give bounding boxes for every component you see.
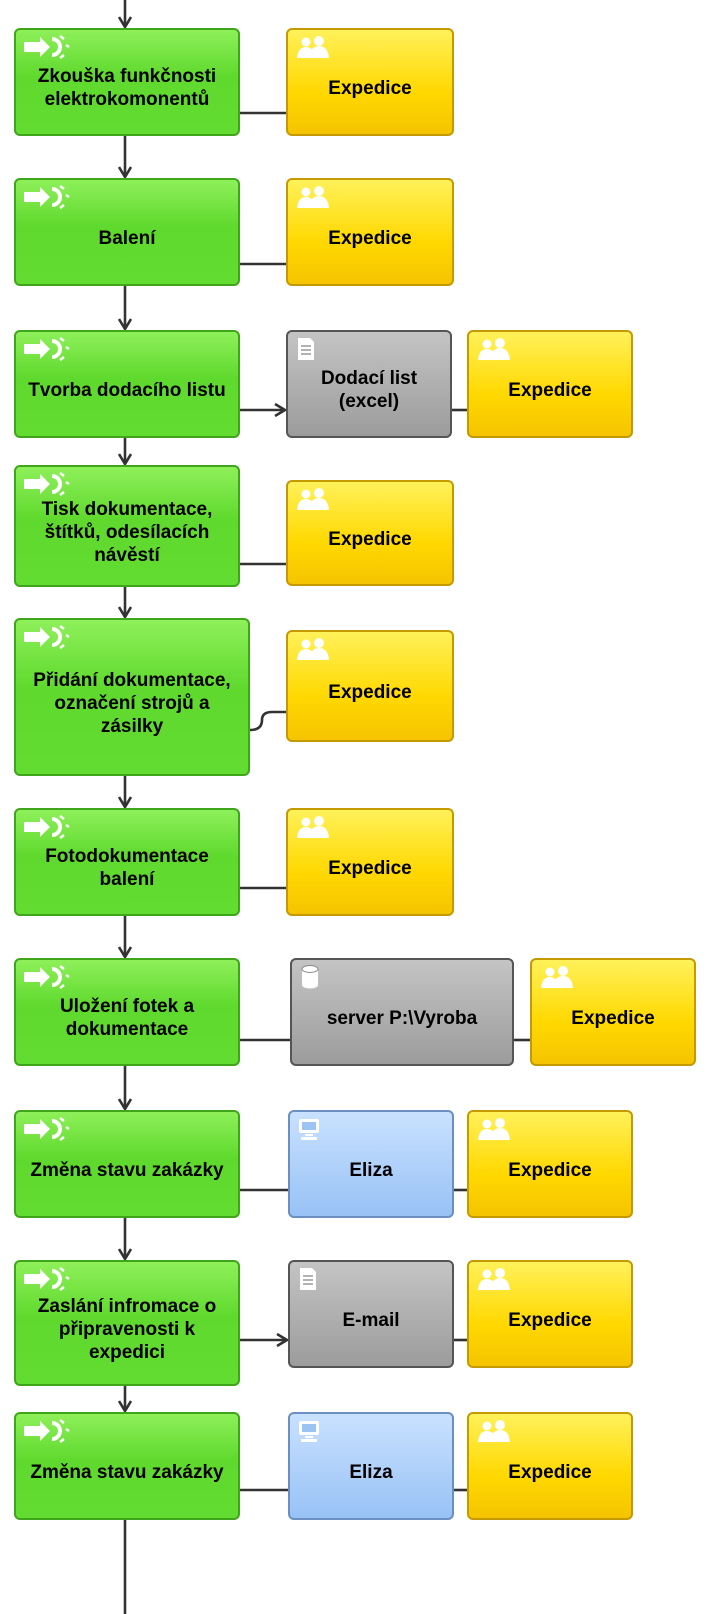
system-box[interactable]: Eliza	[288, 1412, 454, 1520]
function-box[interactable]: Fotodokumentace balení	[14, 808, 240, 916]
role-box-label: Expedice	[328, 77, 412, 99]
function-box-label: Zaslání infromace o připravenosti k expe…	[37, 1295, 217, 1363]
resource-connector	[249, 710, 286, 732]
function-box[interactable]: Uložení fotek a dokumentace	[14, 958, 240, 1066]
role-box[interactable]: Expedice	[286, 28, 454, 136]
role-box-label: Expedice	[508, 1309, 592, 1331]
function-box-label: Fotodokumentace balení	[45, 846, 209, 890]
role-box-label: Expedice	[508, 1159, 592, 1181]
role-box[interactable]: Expedice	[286, 808, 454, 916]
function-box[interactable]: Změna stavu zakázky	[14, 1110, 240, 1218]
function-box-label: Změna stavu zakázky	[30, 1461, 224, 1483]
role-box-label: Expedice	[328, 857, 412, 879]
role-box[interactable]: Expedice	[467, 1110, 633, 1218]
function-box[interactable]: Zaslání infromace o připravenosti k expe…	[14, 1260, 240, 1386]
function-box[interactable]: Balení	[14, 178, 240, 286]
function-box-label: Uložení fotek a dokumentace	[59, 996, 195, 1040]
function-box-label: Přidání dokumentace, označení strojů a z…	[33, 669, 231, 737]
function-box-label: Změna stavu zakázky	[30, 1159, 224, 1181]
role-box-label: Expedice	[328, 528, 412, 550]
role-box[interactable]: Expedice	[467, 330, 633, 438]
role-box[interactable]: Expedice	[286, 630, 454, 742]
function-box-label: Balení	[98, 227, 156, 249]
function-box-label: Tisk dokumentace, štítků, odesílacích ná…	[41, 498, 213, 566]
document-box-label: E-mail	[342, 1309, 400, 1331]
function-box[interactable]: Tisk dokumentace, štítků, odesílacích ná…	[14, 465, 240, 587]
system-box[interactable]: Eliza	[288, 1110, 454, 1218]
function-box[interactable]: Přidání dokumentace, označení strojů a z…	[14, 618, 250, 776]
document-box-label: Dodací list (excel)	[320, 368, 418, 412]
role-box[interactable]: Expedice	[530, 958, 696, 1066]
database-box-label: server P:\Vyroba	[326, 1007, 478, 1029]
role-box[interactable]: Expedice	[467, 1260, 633, 1368]
role-box-label: Expedice	[328, 227, 412, 249]
document-box[interactable]: Dodací list (excel)	[286, 330, 452, 438]
function-box[interactable]: Zkouška funkčnosti elektrokomonentů	[14, 28, 240, 136]
role-box[interactable]: Expedice	[467, 1412, 633, 1520]
role-box[interactable]: Expedice	[286, 178, 454, 286]
role-box-label: Expedice	[571, 1007, 655, 1029]
system-box-label: Eliza	[349, 1461, 393, 1483]
role-box-label: Expedice	[508, 379, 592, 401]
role-box[interactable]: Expedice	[286, 480, 454, 586]
database-box[interactable]: server P:\Vyroba	[290, 958, 514, 1066]
document-box[interactable]: E-mail	[288, 1260, 454, 1368]
function-box-label: Tvorba dodacího listu	[28, 379, 226, 401]
function-box[interactable]: Změna stavu zakázky	[14, 1412, 240, 1520]
function-box-label: Zkouška funkčnosti elektrokomonentů	[37, 66, 217, 110]
role-box-label: Expedice	[328, 681, 412, 703]
function-box[interactable]: Tvorba dodacího listu	[14, 330, 240, 438]
role-box-label: Expedice	[508, 1461, 592, 1483]
system-box-label: Eliza	[349, 1159, 393, 1181]
